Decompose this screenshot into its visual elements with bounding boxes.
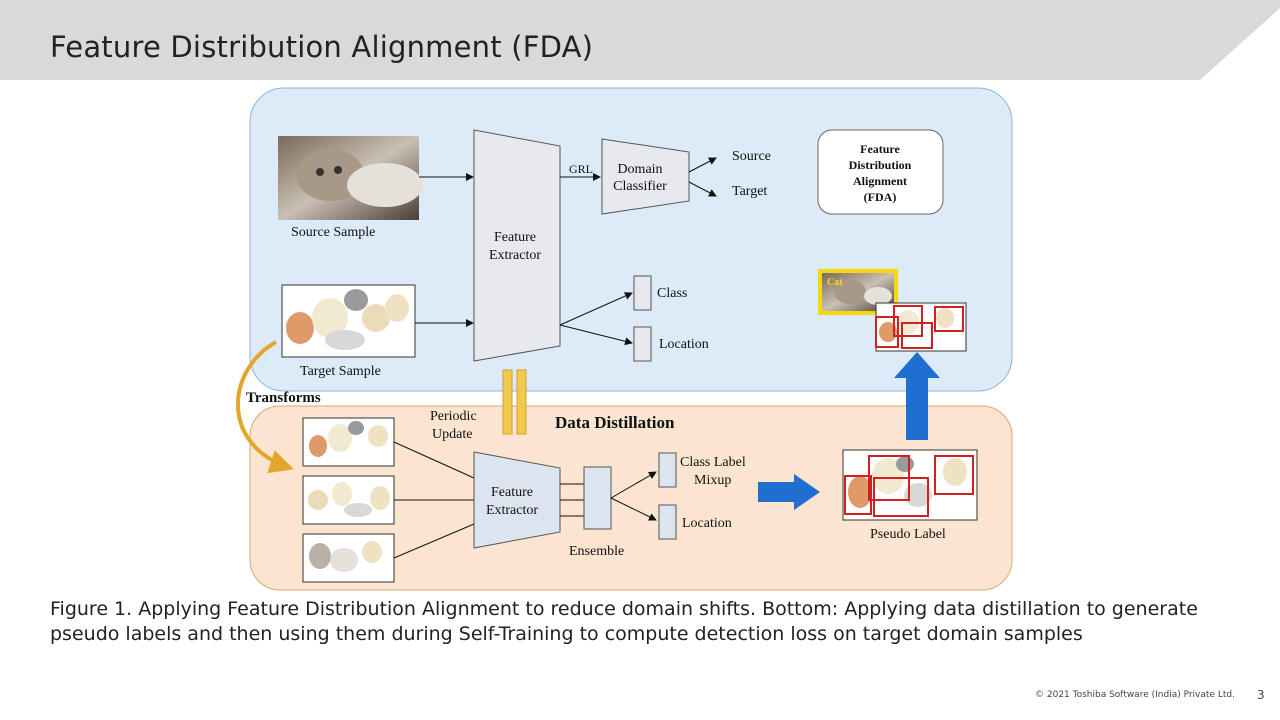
transforms-arrow bbox=[236, 340, 294, 474]
domain-classifier-line1: Domain bbox=[617, 162, 662, 177]
fda-box-line4: (FDA) bbox=[864, 190, 897, 204]
pseudo-label-image bbox=[842, 449, 978, 521]
fda-box-line3: Alignment bbox=[853, 174, 907, 188]
slide-title: Feature Distribution Alignment (FDA) bbox=[50, 30, 594, 64]
feature-extractor-top-line1: Feature bbox=[494, 230, 536, 245]
location-box-bottom bbox=[658, 504, 677, 540]
data-distillation-title: Data Distillation bbox=[555, 413, 675, 432]
feature-extractor-bottom bbox=[473, 451, 561, 549]
source-sample-label: Source Sample bbox=[291, 225, 375, 240]
target-detection-image bbox=[875, 302, 967, 352]
to-source-arrow bbox=[688, 157, 717, 173]
class-box-top bbox=[633, 275, 652, 311]
class-output-label: Class bbox=[657, 286, 687, 301]
target-sample-image bbox=[281, 284, 416, 358]
source-sample-image bbox=[278, 136, 423, 220]
class-label-mixup-line1: Class Label bbox=[680, 455, 746, 470]
title-band-shape bbox=[0, 0, 1280, 80]
periodic-update-line1: Periodic bbox=[430, 409, 477, 424]
ensemble-label: Ensemble bbox=[569, 544, 624, 559]
blue-right-arrow bbox=[758, 474, 820, 510]
to-location-bottom-arrow bbox=[610, 497, 657, 521]
title-band: Feature Distribution Alignment (FDA) bbox=[0, 0, 1280, 80]
fda-box-line1: Feature bbox=[860, 142, 900, 156]
location-bottom-label: Location bbox=[682, 516, 732, 531]
location-box-top bbox=[633, 326, 652, 362]
to-class-arrow bbox=[559, 292, 633, 326]
to-location-arrow bbox=[559, 324, 633, 346]
class-mixup-box bbox=[658, 452, 677, 488]
target-sample-label: Target Sample bbox=[300, 364, 381, 379]
periodic-update-bar-left bbox=[502, 369, 513, 435]
figure-caption: Figure 1. Applying Feature Distribution … bbox=[50, 598, 1198, 645]
pseudo-label-caption: Pseudo Label bbox=[870, 527, 946, 542]
location-output-label: Location bbox=[659, 337, 709, 352]
bottom-panel bbox=[249, 405, 1013, 591]
copyright-footer: © 2021 Toshiba Software (India) Private … bbox=[1035, 690, 1235, 700]
feature-extractor-bottom-line2: Extractor bbox=[486, 503, 538, 518]
to-class-mixup-arrow bbox=[610, 471, 657, 499]
feature-extractor-top bbox=[473, 129, 561, 362]
target-output-label: Target bbox=[732, 184, 767, 199]
transformed-sample-2 bbox=[302, 475, 395, 525]
cat-tag-label: Cat bbox=[827, 277, 843, 288]
to-target-arrow bbox=[688, 181, 717, 197]
feature-extractor-top-line2: Extractor bbox=[489, 248, 541, 263]
transformed-sample-3 bbox=[302, 533, 395, 583]
grl-label: GRL bbox=[569, 162, 593, 176]
sample3-to-extractor bbox=[393, 523, 475, 559]
transformed-sample-1 bbox=[302, 417, 395, 467]
domain-classifier-line2: Classifier bbox=[613, 179, 667, 194]
sample1-to-extractor bbox=[393, 441, 475, 479]
transforms-label: Transforms bbox=[246, 390, 321, 406]
source-output-label: Source bbox=[732, 149, 771, 164]
periodic-update-bar-right bbox=[516, 369, 527, 435]
page-number: 3 bbox=[1257, 688, 1265, 702]
domain-classifier bbox=[601, 138, 690, 215]
blue-up-arrow bbox=[894, 352, 940, 440]
class-label-mixup-line2: Mixup bbox=[694, 473, 731, 488]
fda-box bbox=[817, 129, 944, 215]
periodic-update-line2: Update bbox=[432, 427, 472, 442]
feature-extractor-bottom-line1: Feature bbox=[491, 485, 533, 500]
ensemble-box bbox=[583, 466, 612, 530]
fda-box-line2: Distribution bbox=[849, 158, 912, 172]
